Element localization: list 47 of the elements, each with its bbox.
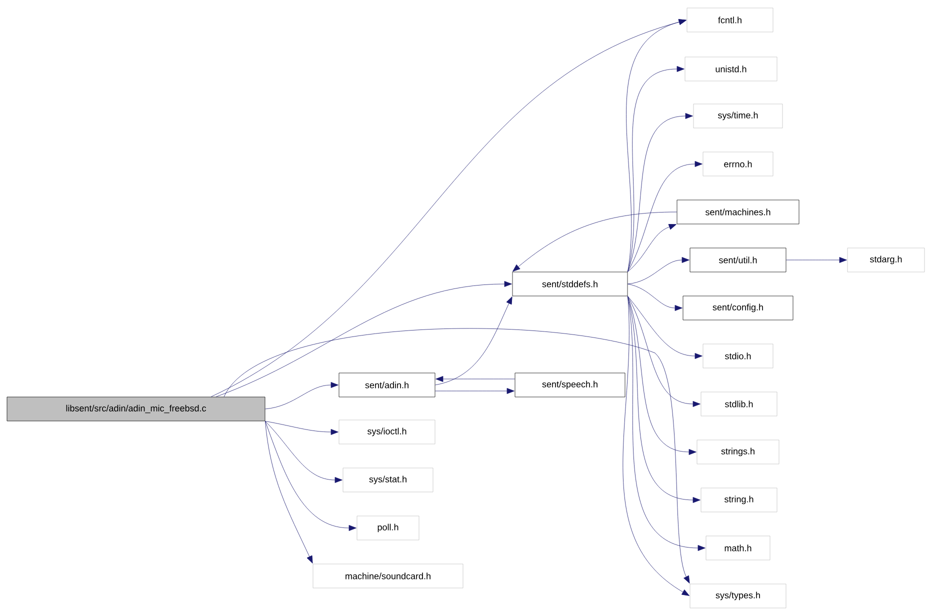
- header-box: sent/machines.h: [676, 200, 800, 224]
- header-box: math.h: [706, 536, 770, 560]
- header-box: sent/adin.h: [338, 372, 436, 398]
- file-box: libsent/src/adin/adin_mic_freebsd.c: [6, 396, 266, 422]
- header-box: sys/time.h: [693, 104, 783, 128]
- arrow: [622, 296, 690, 596]
- arrow: [628, 161, 702, 272]
- header-box: fcntl.h: [686, 8, 774, 32]
- header-box: sent/util.h: [690, 248, 786, 272]
- header-box: sys/ioctl.h: [338, 420, 436, 444]
- header-box: strings.h: [696, 440, 780, 464]
- arrow: [628, 224, 676, 272]
- header-box: stdarg.h: [847, 248, 925, 272]
- arrow: [628, 296, 706, 551]
- arrow: [436, 376, 515, 382]
- arrow: [435, 388, 514, 394]
- header-box: stdlib.h: [700, 392, 778, 416]
- header-box: errno.h: [702, 152, 774, 176]
- header-box: sys/stat.h: [342, 468, 434, 492]
- header-box: sent/stddefs.h: [512, 272, 628, 296]
- arrow: [628, 284, 682, 311]
- header-box: sys/types.h: [690, 584, 786, 608]
- header-box: string.h: [700, 488, 778, 512]
- arrow: [265, 382, 338, 410]
- arrow: [628, 296, 696, 455]
- arrow: [626, 19, 686, 272]
- arrow: [628, 296, 700, 407]
- arrow: [216, 281, 512, 397]
- arrow: [265, 420, 313, 564]
- arrow: [628, 113, 693, 272]
- header-box: machine/soundcard.h: [312, 564, 464, 588]
- arrow: [628, 66, 684, 272]
- arrow: [435, 296, 512, 386]
- arrow: [265, 420, 356, 531]
- header-box: unistd.h: [684, 56, 778, 82]
- arrow: [786, 257, 847, 263]
- arrow: [512, 212, 677, 272]
- arrow: [628, 257, 690, 284]
- header-box: sent/speech.h: [514, 372, 626, 398]
- header-box: stdio.h: [702, 344, 774, 368]
- arrow: [265, 420, 342, 483]
- header-box: poll.h: [356, 516, 420, 540]
- header-box: sent/config.h: [682, 296, 794, 320]
- arrow: [224, 328, 690, 584]
- arrow: [628, 296, 702, 359]
- arrow: [265, 420, 338, 435]
- arrow: [628, 296, 700, 503]
